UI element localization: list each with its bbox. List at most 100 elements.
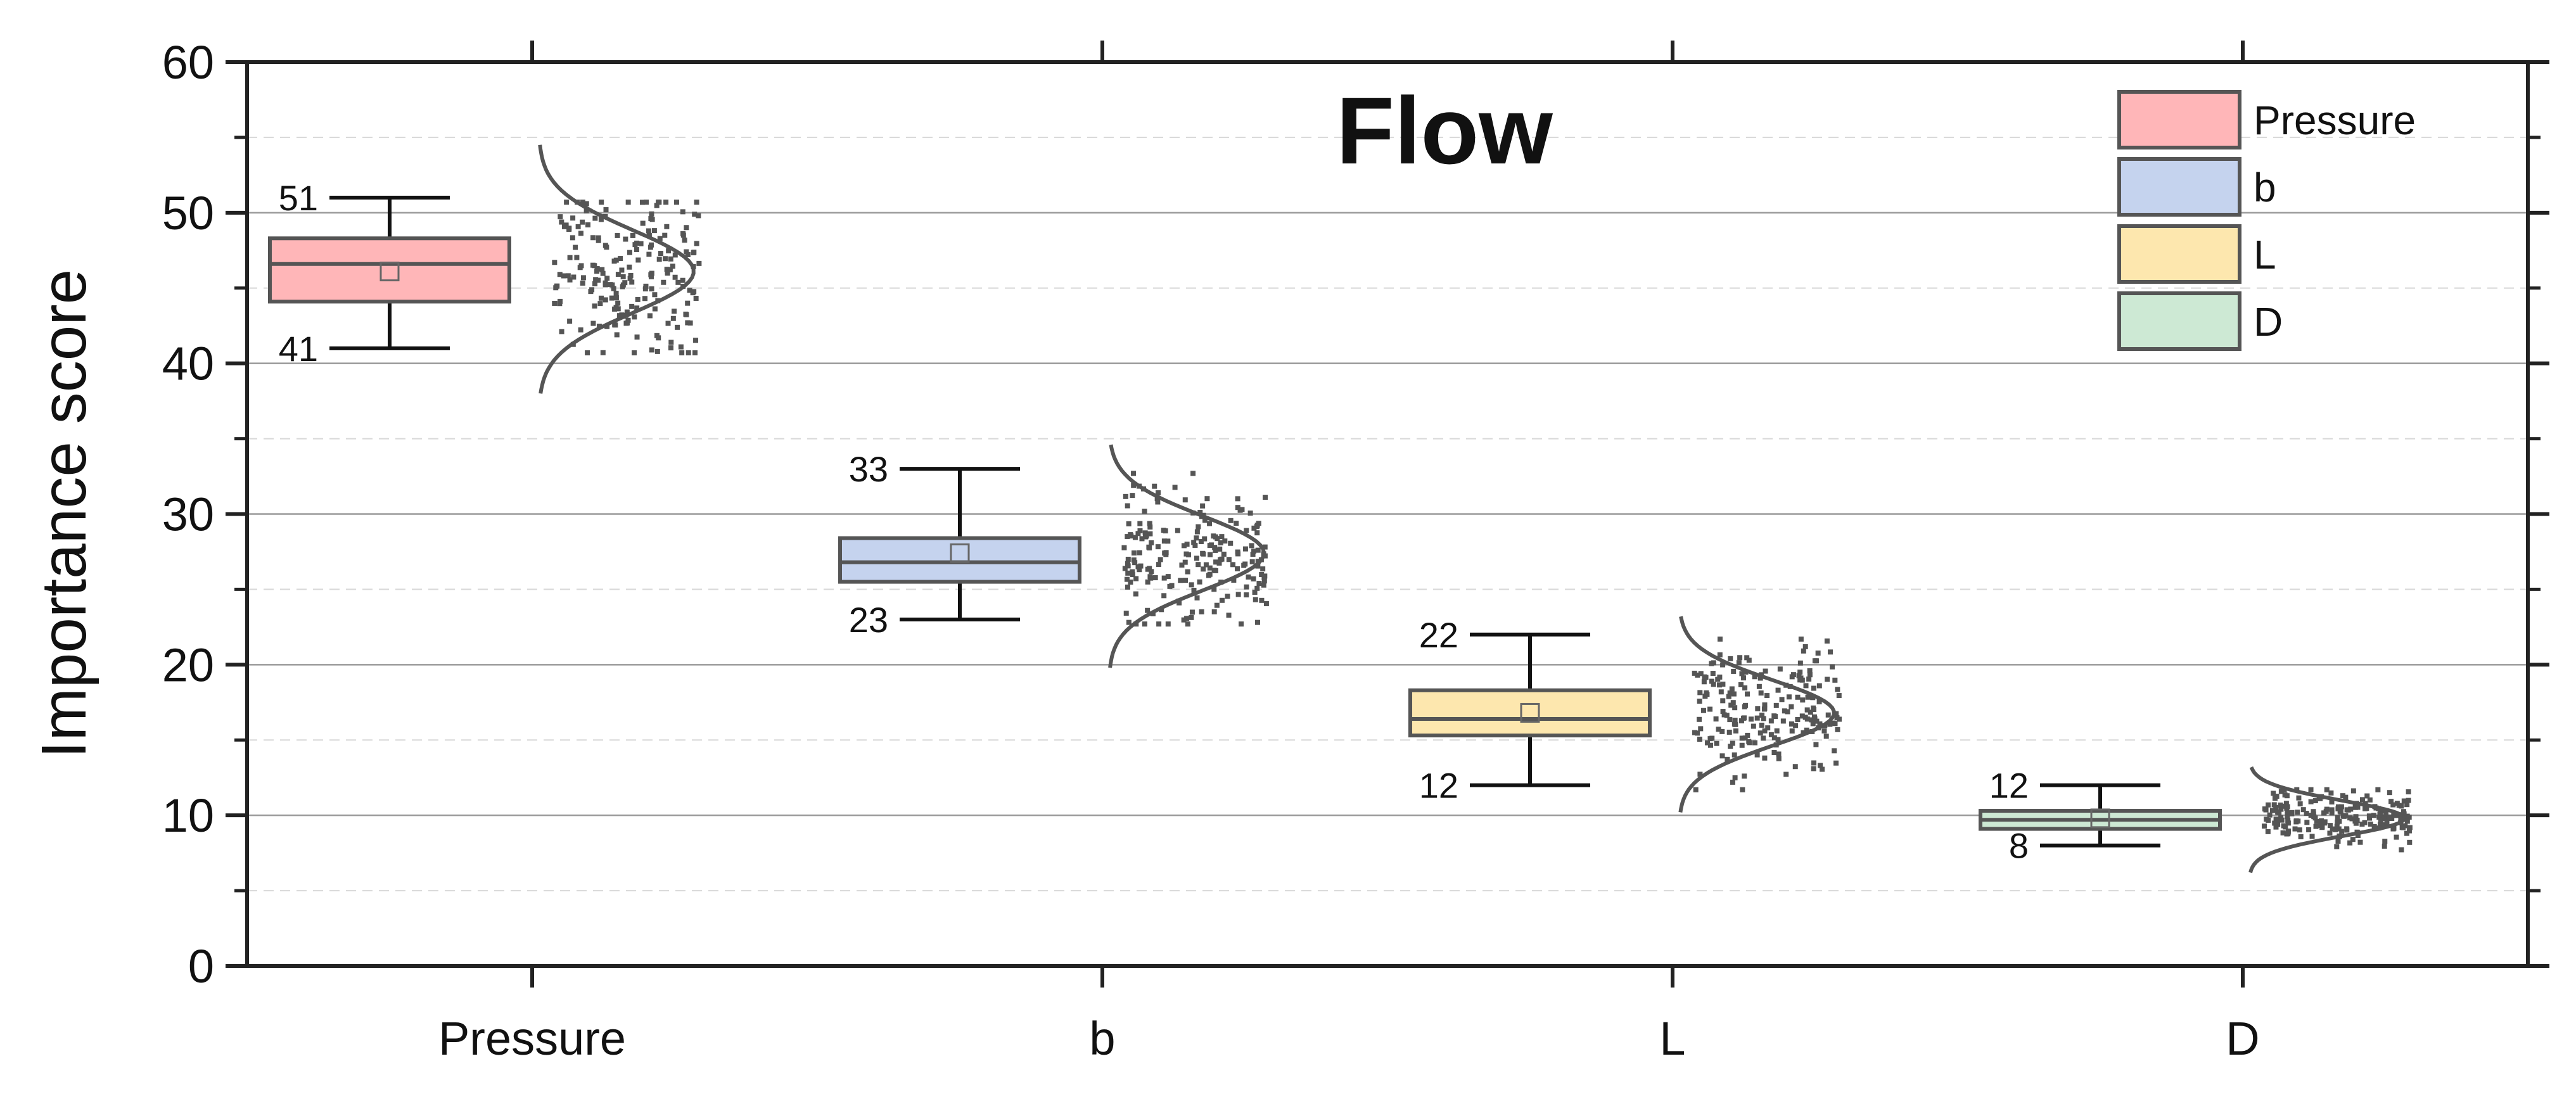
data-point <box>623 236 628 242</box>
data-point <box>649 286 654 292</box>
data-point <box>2333 827 2338 832</box>
data-point <box>1797 660 1803 666</box>
data-point <box>1818 763 1823 768</box>
data-point <box>2343 794 2349 800</box>
data-point <box>691 250 696 256</box>
data-point <box>1219 597 1225 603</box>
data-point <box>1255 547 1261 553</box>
data-point <box>1201 566 1206 572</box>
data-point <box>1783 772 1789 777</box>
x-tick-label: b <box>1089 1012 1115 1065</box>
data-point <box>632 350 637 356</box>
data-point <box>1695 672 1700 678</box>
data-point <box>1739 742 1745 748</box>
data-point <box>566 227 572 232</box>
data-point <box>635 257 641 263</box>
data-point <box>613 305 619 310</box>
data-point <box>597 301 603 307</box>
data-point <box>1711 660 1716 666</box>
data-point <box>559 329 564 334</box>
data-point <box>620 274 626 279</box>
data-point <box>1254 585 1260 591</box>
data-point <box>1228 518 1234 523</box>
data-point <box>1199 514 1204 519</box>
data-point <box>580 200 585 205</box>
data-point <box>646 228 651 234</box>
data-point <box>1807 672 1813 678</box>
data-point <box>1261 582 1266 588</box>
data-point <box>1773 742 1779 748</box>
data-point <box>2381 822 2387 828</box>
data-point <box>1154 496 1160 502</box>
data-point <box>1204 496 1210 502</box>
box <box>1408 688 1652 738</box>
data-point <box>1742 685 1748 691</box>
data-point <box>1777 666 1783 672</box>
data-point <box>1755 706 1761 711</box>
data-point <box>1239 621 1244 627</box>
data-point <box>1211 587 1217 592</box>
data-point <box>1137 528 1143 533</box>
legend-swatch <box>2117 157 2241 217</box>
data-point <box>557 301 563 307</box>
data-point <box>1748 716 1754 722</box>
data-point <box>1790 672 1796 678</box>
data-point <box>604 245 609 250</box>
data-point <box>1191 540 1197 545</box>
data-point <box>2394 834 2399 840</box>
data-point <box>2359 797 2365 803</box>
data-point <box>1817 721 1823 727</box>
data-point <box>1262 544 1268 550</box>
data-point <box>1198 539 1204 545</box>
data-point <box>2298 834 2304 839</box>
data-point <box>2378 817 2384 823</box>
data-point <box>1181 617 1187 623</box>
legend-label: D <box>2254 299 2283 345</box>
data-point <box>654 203 660 208</box>
data-point <box>620 284 625 289</box>
data-point <box>1718 689 1724 695</box>
data-point <box>1212 545 1218 550</box>
data-point <box>656 257 662 262</box>
data-point <box>2364 793 2370 799</box>
data-point <box>1216 560 1222 566</box>
data-point <box>2394 813 2399 818</box>
data-point <box>2314 818 2319 824</box>
data-point <box>1707 742 1713 748</box>
data-point <box>1225 594 1230 599</box>
data-point <box>2371 813 2376 818</box>
data-point <box>2311 811 2316 817</box>
data-point <box>2406 815 2412 820</box>
data-point <box>1811 766 1816 772</box>
data-point <box>1825 677 1830 682</box>
data-point <box>1775 687 1781 693</box>
data-point <box>1731 668 1737 674</box>
data-point <box>1822 723 1828 728</box>
data-point <box>675 324 680 330</box>
data-point <box>1207 565 1213 571</box>
data-point <box>592 215 598 221</box>
data-point <box>2266 802 2271 808</box>
data-point <box>679 350 685 356</box>
data-point <box>578 327 583 333</box>
data-point <box>1196 562 1201 568</box>
data-point <box>2334 844 2340 849</box>
data-point <box>1244 584 1249 590</box>
data-point <box>656 335 661 341</box>
data-point <box>1757 730 1763 736</box>
data-point <box>1742 704 1747 709</box>
data-point <box>1175 528 1180 533</box>
data-point <box>1125 534 1130 540</box>
data-point <box>2329 810 2335 816</box>
data-point <box>2273 804 2279 810</box>
data-point <box>1761 735 1766 741</box>
data-point <box>1221 551 1227 557</box>
data-point <box>1125 563 1131 569</box>
data-point <box>1773 702 1779 708</box>
data-point <box>1726 694 1731 699</box>
data-point <box>2376 815 2382 820</box>
data-point <box>666 248 672 254</box>
data-point <box>1725 756 1730 762</box>
